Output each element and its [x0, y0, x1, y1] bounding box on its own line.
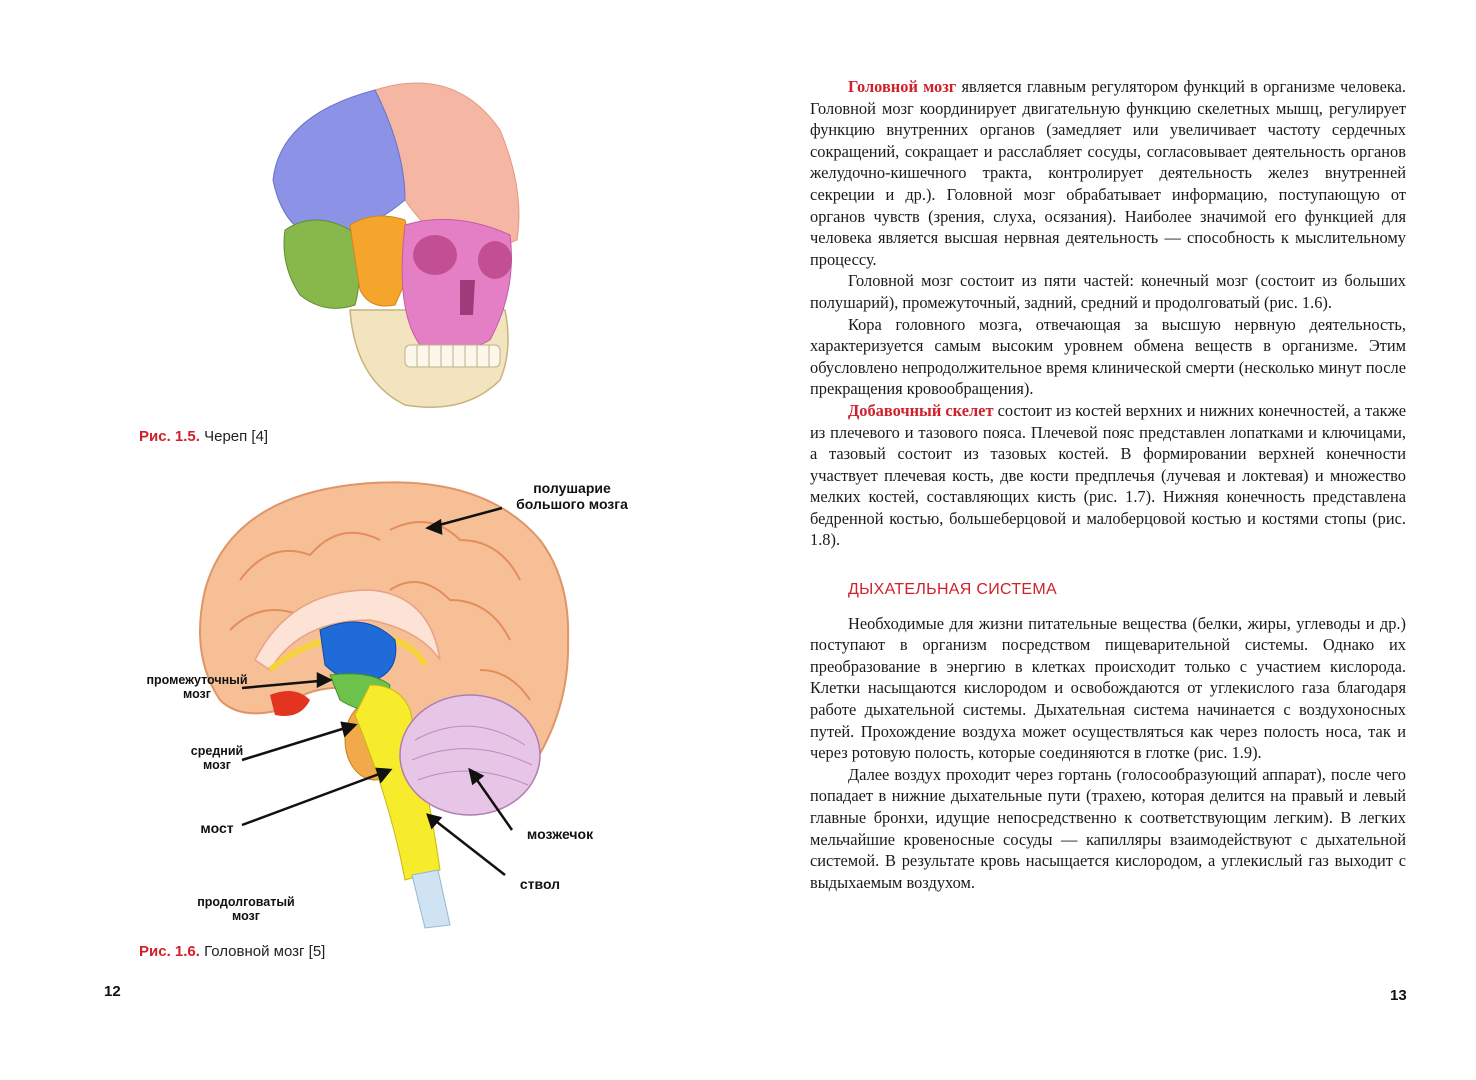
label-diencephalon-line2: мозг [183, 687, 211, 702]
label-medulla: продолговатый мозг [186, 895, 306, 924]
label-hemisphere-line2: большого мозга [516, 496, 628, 513]
page-number-right: 13 [1390, 987, 1407, 1004]
skull-orbit-right [478, 241, 512, 279]
brain-spinal-cord [411, 869, 451, 929]
paragraph: Необходимые для жизни питательные вещест… [810, 613, 1406, 763]
figure-number: Рис. 1.6. [139, 943, 200, 960]
figure-caption-skull: Рис. 1.5. Череп [4] [139, 428, 268, 445]
label-stem-text: ствол [519, 876, 561, 892]
skull-nasal-cavity [460, 280, 475, 315]
brain-svg [199, 481, 570, 929]
label-midbrain-line1: средний [190, 744, 244, 758]
brain-stem [354, 684, 441, 881]
skull-illustration [255, 60, 545, 420]
paragraph-text: является главным регулятором функций в о… [810, 77, 1406, 269]
left-page: Рис. 1.5. Череп [4] [104, 60, 650, 1000]
label-cerebellum: мозжечок [510, 826, 610, 842]
label-cerebellum-text: мозжечок [526, 826, 594, 842]
paragraph: Кора головного мозга, отвечающая за высш… [810, 314, 1406, 399]
paragraph: Головной мозг состоит из пяти частей: ко… [810, 271, 1406, 312]
term-highlight: Добавочный скелет [848, 400, 994, 420]
right-page: Головной мозг является главным регулятор… [738, 0, 1476, 1080]
figure-number: Рис. 1.5. [139, 428, 200, 445]
paragraph: Головной мозг является главным регулятор… [810, 76, 1406, 270]
brain-cerebellum [399, 694, 541, 816]
label-midbrain-line2: мозг [203, 758, 231, 773]
label-medulla-line2: мозг [232, 909, 260, 924]
label-hemisphere-line1: полушарие [533, 480, 611, 496]
brain-frontal-red [270, 691, 310, 716]
skull-orbit-left [413, 235, 457, 275]
section-heading: ДЫХАТЕЛЬНАЯ СИСТЕМА [848, 581, 1057, 599]
body-text: Головной мозг является главным регулятор… [810, 76, 1406, 893]
label-pons-text: мост [200, 820, 234, 836]
skull-temporal-bone [283, 219, 360, 309]
paragraph-text: состоит из костей верхних и нижних конеч… [810, 400, 1406, 550]
skull-zygomatic-bone [349, 215, 416, 307]
figure-caption-text: Головной мозг [5] [204, 943, 326, 960]
label-diencephalon-line1: промежуточный [146, 673, 248, 687]
term-highlight: Головной мозг [848, 77, 957, 96]
figure-caption-brain: Рис. 1.6. Головной мозг [5] [139, 943, 325, 960]
label-diencephalon: промежуточный мозг [142, 673, 252, 702]
figure-caption-text: Череп [4] [204, 428, 269, 445]
paragraph: Далее воздух проходит через гортань (гол… [810, 764, 1406, 892]
paragraph: Добавочный скелет состоит из костей верх… [810, 400, 1406, 551]
label-stem: ствол [510, 876, 570, 892]
label-midbrain: средний мозг [172, 744, 262, 773]
label-hemisphere: полушарие большого мозга [502, 480, 642, 512]
brain-illustration: полушарие большого мозга промежуточный м… [146, 470, 650, 930]
page-number-left: 12 [104, 983, 121, 1000]
label-pons: мост [192, 820, 242, 836]
brain-corpus-callosum [254, 589, 441, 672]
label-medulla-line1: продолговатый [197, 895, 295, 909]
skull-svg [272, 82, 520, 408]
